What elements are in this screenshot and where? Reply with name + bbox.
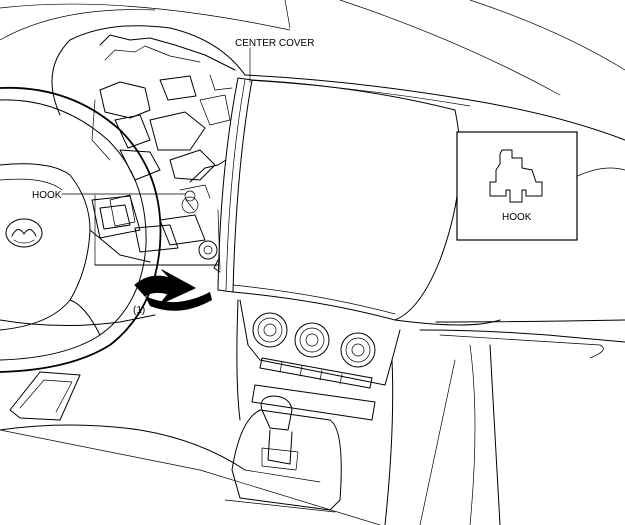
inset-hook-label: HOOK <box>502 212 532 223</box>
removal-arrow-icon <box>134 269 212 311</box>
dashboard-upper <box>51 25 625 141</box>
shifter-area <box>224 384 376 513</box>
center-console <box>236 299 401 525</box>
windshield-lines <box>0 0 625 96</box>
hook-shape-icon <box>489 149 543 203</box>
hook-inset: HOOK <box>456 131 578 241</box>
hook-marker <box>184 190 196 211</box>
step-number-label: (1) <box>133 305 145 316</box>
hook-label: HOOK <box>32 190 62 201</box>
steering-wheel <box>0 86 162 373</box>
leader-lines <box>61 47 251 195</box>
inset-frame <box>456 131 578 241</box>
center-cover-label: CENTER COVER <box>235 38 314 49</box>
center-cover-panel <box>189 77 253 293</box>
steering-column <box>91 195 179 253</box>
floor-area <box>0 371 381 525</box>
lower-dash <box>0 194 246 471</box>
